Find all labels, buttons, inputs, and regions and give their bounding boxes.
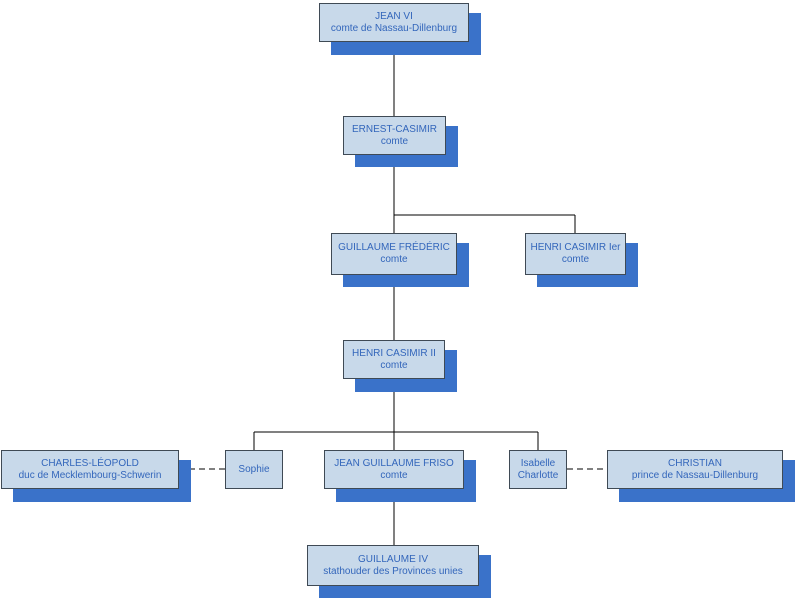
node-name: HENRI CASIMIR II <box>352 347 436 359</box>
node-title: Charlotte <box>517 469 559 481</box>
node-name: Isabelle <box>520 457 556 469</box>
node-title: comte de Nassau-Dillenburg <box>330 22 458 34</box>
node-title: comte <box>380 135 409 147</box>
node-name: JEAN VI <box>375 10 413 22</box>
node-name: GUILLAUME IV <box>357 553 429 565</box>
node-name: ERNEST-CASIMIR <box>351 123 437 135</box>
node-title: comte <box>380 469 408 481</box>
node-name: JEAN GUILLAUME FRISO <box>334 457 454 469</box>
node-name: CHARLES-LÉOPOLD <box>41 457 139 469</box>
node-title: stathouder des Provinces unies <box>323 565 463 577</box>
node-title: comte <box>380 254 408 265</box>
node-name: HENRI CASIMIR Ier <box>530 242 621 253</box>
node-title: duc de Mecklembourg-Schwerin <box>18 469 162 481</box>
node-title: comte <box>380 359 408 371</box>
node-title: comte <box>561 254 590 265</box>
node-name: CHRISTIAN <box>668 457 722 469</box>
node-name: GUILLAUME FRÉDÉRIC <box>338 242 450 253</box>
node-name: Sophie <box>238 463 270 475</box>
node-title: prince de Nassau-Dillenburg <box>631 469 759 481</box>
